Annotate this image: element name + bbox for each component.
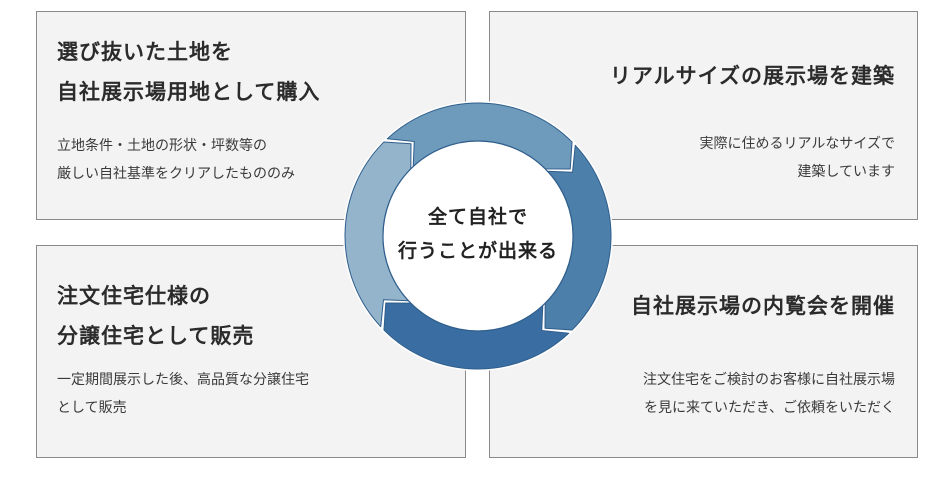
step-description-line: 建築しています bbox=[797, 164, 895, 180]
step-description: 一定期間展示した後、高品質な分譲住宅 として販売 bbox=[57, 366, 309, 422]
step-description-line: 実際に住めるリアルなサイズで bbox=[699, 136, 895, 152]
cycle-center-disc bbox=[382, 140, 574, 332]
cycle-center-label: 全て自社で 行うことが出来る bbox=[381, 200, 575, 268]
step-description-line: 立地条件・土地の形状・坪数等の bbox=[57, 138, 267, 154]
step-title-line: 選び抜いた土地を bbox=[57, 39, 233, 64]
step-description: 注文住宅をご検討のお客様に自社展示場 を見に来ていただき、ご依頼をいただく bbox=[643, 366, 895, 422]
step-description: 立地条件・土地の形状・坪数等の 厳しい自社基準をクリアしたもののみ bbox=[57, 132, 295, 188]
cycle-center-line: 行うことが出来る bbox=[397, 240, 558, 262]
step-description-line: 一定期間展示した後、高品質な分譲住宅 bbox=[57, 372, 309, 388]
step-title: 選び抜いた土地を 自社展示場用地として購入 bbox=[57, 32, 320, 112]
step-title-line: 注文住宅仕様の bbox=[57, 283, 211, 308]
step-title: 自社展示場の内覧会を開催 bbox=[631, 286, 895, 326]
step-title-line: 自社展示場の内覧会を開催 bbox=[631, 293, 895, 318]
step-title-line: 分譲住宅として販売 bbox=[57, 323, 255, 348]
step-description-line: を見に来ていただき、ご依頼をいただく bbox=[643, 400, 895, 416]
step-description: 実際に住めるリアルなサイズで 建築しています bbox=[700, 130, 895, 186]
step-card-purchase-land: 選び抜いた土地を 自社展示場用地として購入 立地条件・土地の形状・坪数等の 厳し… bbox=[36, 11, 466, 220]
step-description-line: として販売 bbox=[57, 400, 127, 416]
cycle-arrows bbox=[344, 102, 612, 370]
step-title-line: リアルサイズの展示場を建築 bbox=[609, 63, 895, 88]
cycle-center-line: 全て自社で bbox=[427, 206, 528, 228]
step-title: リアルサイズの展示場を建築 bbox=[610, 56, 895, 96]
step-title-line: 自社展示場用地として購入 bbox=[57, 79, 321, 104]
cycle-ring bbox=[343, 101, 613, 371]
step-title: 注文住宅仕様の 分譲住宅として販売 bbox=[57, 276, 254, 356]
step-description-line: 注文住宅をご検討のお客様に自社展示場 bbox=[643, 372, 895, 388]
step-description-line: 厳しい自社基準をクリアしたもののみ bbox=[57, 166, 295, 182]
